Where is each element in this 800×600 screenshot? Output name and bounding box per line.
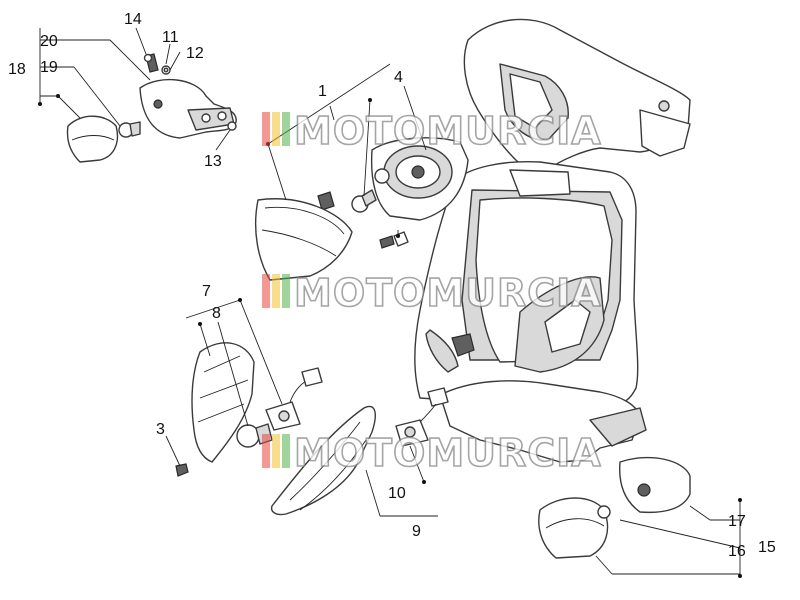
rear-left-indicator-assembly xyxy=(175,342,323,477)
callout-17: 17 xyxy=(728,513,746,530)
watermark-top: MOTOMURCIA xyxy=(262,108,602,154)
callout-16: 16 xyxy=(728,543,746,560)
rear-right-indicator-assembly xyxy=(270,387,449,516)
callout-7: 7 xyxy=(202,283,211,300)
watermark-text: MOTOMURCIA xyxy=(294,109,602,153)
watermark-middle: MOTOMURCIA xyxy=(262,270,602,316)
callout-14: 14 xyxy=(124,11,142,28)
callout-1: 1 xyxy=(318,83,327,100)
callout-11: 11 xyxy=(162,29,179,46)
callout-19: 19 xyxy=(40,59,58,76)
front-left-indicator-assembly xyxy=(66,53,237,163)
callout-10: 10 xyxy=(388,485,406,502)
callout-4: 4 xyxy=(394,69,403,86)
callout-12: 12 xyxy=(186,45,204,62)
watermark-text: MOTOMURCIA xyxy=(294,431,602,475)
front-shield-assembly xyxy=(414,18,691,463)
headlight-assembly xyxy=(254,137,469,281)
callout-20: 20 xyxy=(40,33,58,50)
callout-numbers: 1 3 4 7 8 9 10 11 12 13 14 15 16 17 18 1… xyxy=(8,11,776,560)
watermark-text: MOTOMURCIA xyxy=(294,271,602,315)
watermark-bottom: MOTOMURCIA xyxy=(262,430,602,476)
callout-3: 3 xyxy=(156,421,165,438)
callout-8: 8 xyxy=(212,305,221,322)
callout-9: 9 xyxy=(412,523,421,540)
front-right-indicator-assembly xyxy=(538,456,691,559)
callout-15: 15 xyxy=(758,539,776,556)
leader-lines xyxy=(39,27,741,576)
callout-18: 18 xyxy=(8,61,26,78)
callout-13: 13 xyxy=(204,153,222,170)
